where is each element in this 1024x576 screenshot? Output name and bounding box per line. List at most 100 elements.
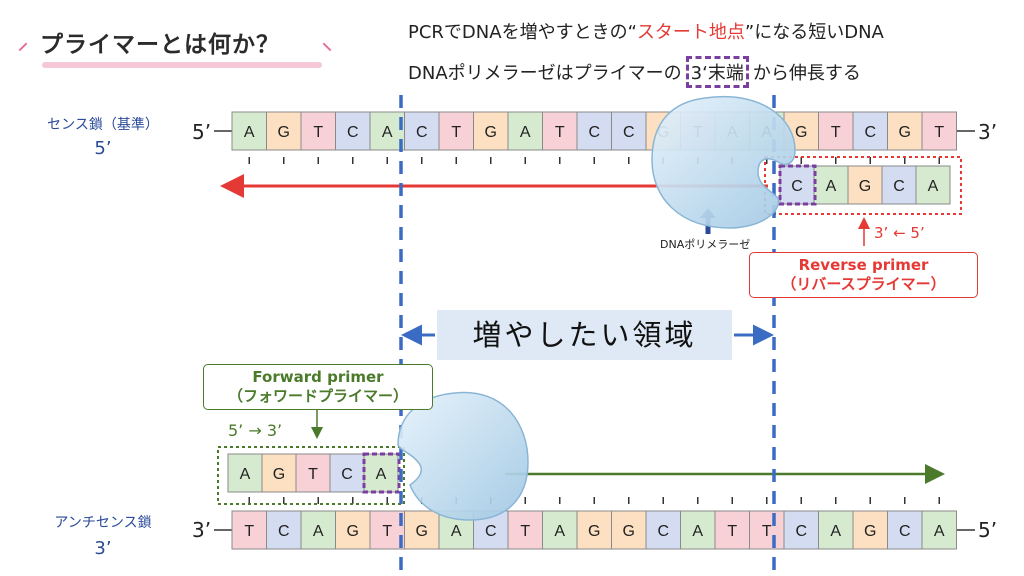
header-line-1-suffix: ”になる短いDNA bbox=[744, 22, 884, 43]
sense-left-end: 5’ bbox=[192, 120, 212, 144]
sense-base-letter: A bbox=[382, 124, 393, 141]
reverse-primer-base-letter: C bbox=[791, 178, 803, 195]
reverse-primer-base-cell bbox=[847, 165, 883, 205]
antisense-base-letter: C bbox=[278, 523, 290, 540]
antisense-strand-ticks bbox=[248, 497, 940, 504]
reverse-three-prime-highlight bbox=[778, 164, 817, 206]
antisense-strand-label-end: 3’ bbox=[94, 538, 112, 559]
antisense-left-end: 3’ bbox=[192, 518, 212, 542]
forward-primer-base-cell bbox=[295, 453, 331, 493]
sense-base-letter: C bbox=[347, 124, 359, 141]
sense-base-letter: T bbox=[831, 124, 841, 141]
sense-strand-label: センス鎖（基準） bbox=[47, 117, 159, 133]
antisense-base-cell bbox=[300, 510, 336, 550]
antisense-base-letter: G bbox=[623, 523, 635, 540]
antisense-base-letter: C bbox=[485, 523, 497, 540]
antisense-base-letter: G bbox=[588, 523, 600, 540]
reverse-primer-label-line1: Reverse primer bbox=[798, 256, 929, 274]
sense-base-cell bbox=[887, 111, 923, 151]
forward-primer-base-letter: T bbox=[308, 466, 318, 483]
sense-base-letter: T bbox=[555, 124, 565, 141]
forward-primer-direction: 5’ → 3’ bbox=[228, 421, 283, 440]
antisense-base-cell bbox=[645, 510, 681, 550]
forward-primer-base-letter: A bbox=[376, 466, 387, 483]
sense-base-cell bbox=[438, 111, 474, 151]
sense-base-cell bbox=[611, 111, 647, 151]
sense-base-letter: T bbox=[934, 124, 944, 141]
antisense-base-cell bbox=[542, 510, 578, 550]
reverse-primer-base-letter: G bbox=[859, 178, 871, 195]
sense-base-cell bbox=[852, 111, 888, 151]
polymerase-label: DNAポリメラーゼ bbox=[660, 238, 751, 251]
header-line-1-prefix: PCRでDNAを増やすときの“ bbox=[408, 22, 637, 43]
antisense-base-letter: T bbox=[762, 523, 772, 540]
antisense-base-letter: G bbox=[416, 523, 428, 540]
forward-primer-base-letter: C bbox=[341, 466, 353, 483]
antisense-right-end: 5’ bbox=[978, 518, 998, 542]
antisense-base-cell bbox=[369, 510, 405, 550]
forward-primer-base-cell bbox=[363, 453, 399, 493]
forward-primer-label-line2: （フォワードプライマー） bbox=[227, 387, 408, 405]
sense-base-letter: T bbox=[451, 124, 461, 141]
sense-base-letter: C bbox=[588, 124, 600, 141]
reverse-primer-base-cell bbox=[915, 165, 951, 205]
antisense-base-cell bbox=[749, 510, 785, 550]
reverse-primer-base-letter: C bbox=[893, 178, 905, 195]
reverse-primer-base-letter: A bbox=[928, 178, 939, 195]
antisense-base-cell bbox=[266, 510, 302, 550]
sense-strand-ticks bbox=[248, 157, 940, 164]
forward-three-prime-highlight bbox=[362, 452, 401, 494]
antisense-base-letter: A bbox=[313, 523, 324, 540]
page-title: プライマーとは何か？ bbox=[40, 32, 280, 58]
sparkle-right-icon: ⸜ bbox=[322, 30, 332, 54]
target-region-label: 増やしたい領域 bbox=[437, 310, 732, 360]
header-line-1: PCRでDNAを増やすときの“スタート地点”になる短いDNA bbox=[408, 18, 884, 44]
header-line-2-suffix: から伸長する bbox=[752, 63, 861, 84]
forward-primer-label-line1: Forward primer bbox=[252, 368, 384, 386]
sense-base-cell bbox=[404, 111, 440, 151]
sense-base-letter: C bbox=[416, 124, 428, 141]
antisense-base-cell bbox=[680, 510, 716, 550]
sense-base-cell bbox=[921, 111, 957, 151]
reverse-primer-direction: 3’ ← 5’ bbox=[874, 224, 925, 242]
sense-base-cell bbox=[818, 111, 854, 151]
sense-base-letter: C bbox=[864, 124, 876, 141]
sense-base-letter: G bbox=[795, 124, 807, 141]
antisense-base-letter: T bbox=[727, 523, 737, 540]
reverse-primer-box bbox=[764, 156, 962, 215]
sense-base-cell bbox=[576, 111, 612, 151]
reverse-primer-base-cell bbox=[813, 165, 849, 205]
polymerase-top-icon bbox=[651, 95, 796, 229]
antisense-base-letter: G bbox=[347, 523, 359, 540]
forward-primer-label: Forward primer （フォワードプライマー） bbox=[203, 364, 433, 410]
antisense-base-cell bbox=[611, 510, 647, 550]
title-underline bbox=[42, 62, 322, 68]
sense-base-letter: G bbox=[485, 124, 497, 141]
antisense-base-letter: G bbox=[864, 523, 876, 540]
sense-base-letter: C bbox=[623, 124, 635, 141]
antisense-base-letter: T bbox=[520, 523, 530, 540]
forward-primer-base-cell bbox=[329, 453, 365, 493]
sense-base-letter: G bbox=[278, 124, 290, 141]
reverse-primer-label-line2: （リバースプライマー） bbox=[781, 275, 946, 293]
sense-base-cell bbox=[231, 111, 267, 151]
antisense-base-cell bbox=[335, 510, 371, 550]
antisense-base-cell bbox=[921, 510, 957, 550]
sense-base-cell bbox=[335, 111, 371, 151]
sparkle-left-icon: ⸝ bbox=[18, 30, 28, 54]
sense-base-letter: G bbox=[899, 124, 911, 141]
sense-strand-label-end: 5’ bbox=[94, 138, 112, 159]
sense-base-letter: A bbox=[520, 124, 531, 141]
antisense-base-letter: C bbox=[657, 523, 669, 540]
antisense-base-cell bbox=[507, 510, 543, 550]
sense-strand-bases: AGTCACTGATCCGTAAGTCGT bbox=[231, 111, 957, 151]
sense-right-end: 3’ bbox=[978, 120, 998, 144]
antisense-base-letter: T bbox=[382, 523, 392, 540]
antisense-base-letter: T bbox=[244, 523, 254, 540]
